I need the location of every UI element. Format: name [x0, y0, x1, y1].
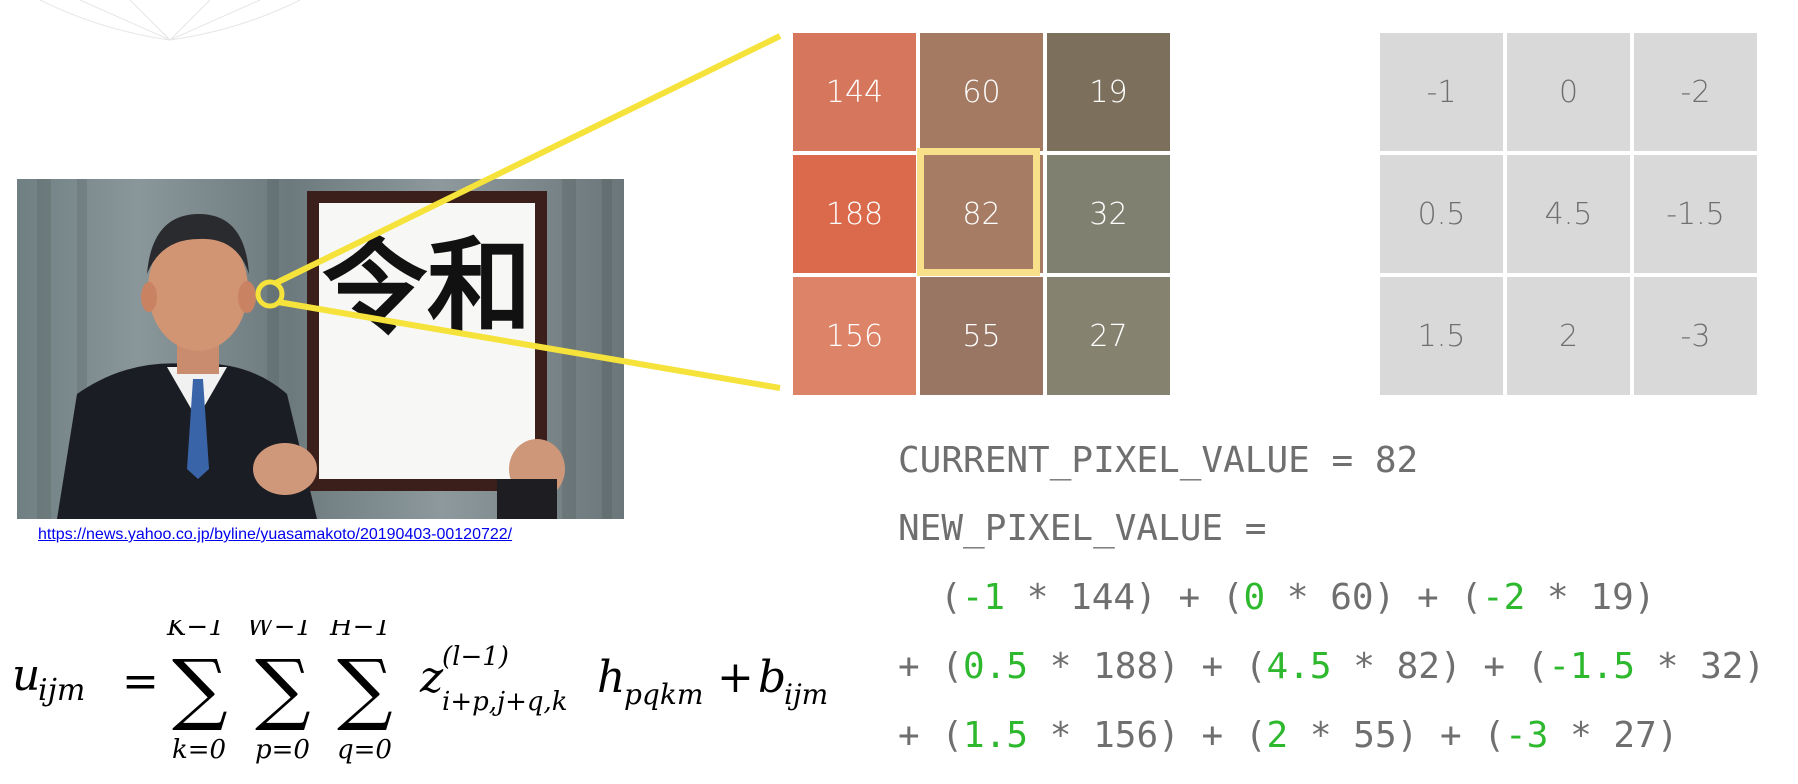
kernel-weight: -3 — [1505, 715, 1549, 756]
source-link[interactable]: https://news.yahoo.co.jp/byline/yuasamak… — [38, 526, 513, 543]
pixel-cell: 27 — [1047, 277, 1170, 395]
kernel-weight: -2 — [1482, 577, 1526, 618]
formula-b-sub: ijm — [784, 678, 828, 711]
kernel-cell: 2 — [1507, 277, 1630, 395]
pixel-cell: 19 — [1047, 33, 1170, 151]
sum3-lower: q=0 — [337, 735, 392, 765]
pixel-cell: 32 — [1047, 155, 1170, 273]
formula-z-sub: i+p,j+q,k — [442, 687, 568, 717]
zoom-line-top — [274, 33, 782, 286]
pixel-cell: 144 — [793, 33, 916, 151]
sum3-sigma: ∑ — [337, 644, 393, 734]
kernel-weight: 2 — [1266, 715, 1289, 756]
pixel-value: 27 — [1613, 715, 1657, 756]
kernel-cell: -2 — [1634, 33, 1757, 151]
pixel-cell: 55 — [920, 277, 1043, 395]
pixel-value: 60 — [1330, 577, 1374, 618]
sum1-upper: K−1 — [166, 620, 225, 642]
kernel-weight: 4.5 — [1266, 646, 1332, 687]
pixel-value: 156 — [1093, 715, 1159, 756]
formula-h: h — [597, 652, 625, 703]
pixel-cell: 188 — [793, 155, 916, 273]
formula-z: z — [419, 652, 444, 703]
kernel-cell: 0.5 — [1380, 155, 1503, 273]
computation-row-2: + (0.5 * 188) + (4.5 * 82) + (-1.5 * 32) — [898, 646, 1766, 687]
pixel-value: 32 — [1700, 646, 1744, 687]
kernel-cell: 0 — [1507, 33, 1630, 151]
new-pixel-line: NEW_PIXEL_VALUE = — [898, 508, 1267, 549]
formula-lhs: u — [12, 650, 40, 701]
pixel-value: 144 — [1070, 577, 1136, 618]
decorative-lines — [40, 0, 301, 41]
pixel-value: 188 — [1093, 646, 1159, 687]
photo: 令和 — [17, 179, 624, 519]
pixel-cell: 60 — [920, 33, 1043, 151]
kernel-cell: 1.5 — [1380, 277, 1503, 395]
convolution-formula: u ijm = K−1 ∑ k=0 W−1 ∑ p=0 H−1 ∑ q=0 z … — [12, 620, 828, 765]
kernel-weight: -1.5 — [1548, 646, 1636, 687]
kernel-weight: 0.5 — [963, 646, 1029, 687]
kernel-cell: -1.5 — [1634, 155, 1757, 273]
current-pixel-line: CURRENT_PIXEL_VALUE = 82 — [898, 440, 1419, 481]
pixel-value: 19 — [1590, 577, 1634, 618]
kernel-cell: -1 — [1380, 33, 1503, 151]
pixel-value: 55 — [1353, 715, 1397, 756]
kernel-weight: 1.5 — [963, 715, 1029, 756]
sum3-upper: H−1 — [329, 620, 391, 642]
computation-row-3: + (1.5 * 156) + (2 * 55) + (-3 * 27) — [898, 715, 1679, 756]
pixel-cell: 82 — [920, 155, 1043, 273]
sum2-upper: W−1 — [247, 620, 312, 642]
formula-b: b — [758, 652, 786, 703]
formula-equals: = — [122, 656, 159, 707]
kernel-cell: 4.5 — [1507, 155, 1630, 273]
zoom-origin-circle — [255, 279, 285, 309]
kernel-weight: -1 — [961, 577, 1006, 618]
sum2-sigma: ∑ — [255, 644, 311, 734]
pixel-value: 82 — [1396, 646, 1440, 687]
kernel-cell: -3 — [1634, 277, 1757, 395]
formula-plus: + — [717, 652, 754, 703]
sum2-lower: p=0 — [255, 735, 310, 765]
formula-h-sub: pqkm — [624, 678, 703, 711]
formula-lhs-sub: ijm — [38, 673, 85, 708]
computation-row-1: (-1 * 144) + (0 * 60) + (-2 * 19) — [940, 577, 1656, 618]
kernel-weight: 0 — [1243, 577, 1266, 618]
zoom-line-bottom — [277, 299, 781, 391]
pixel-cell: 156 — [793, 277, 916, 395]
formula-z-sup: (l−1) — [442, 642, 509, 672]
sum1-lower: k=0 — [172, 735, 226, 765]
sum1-sigma: ∑ — [172, 644, 228, 734]
